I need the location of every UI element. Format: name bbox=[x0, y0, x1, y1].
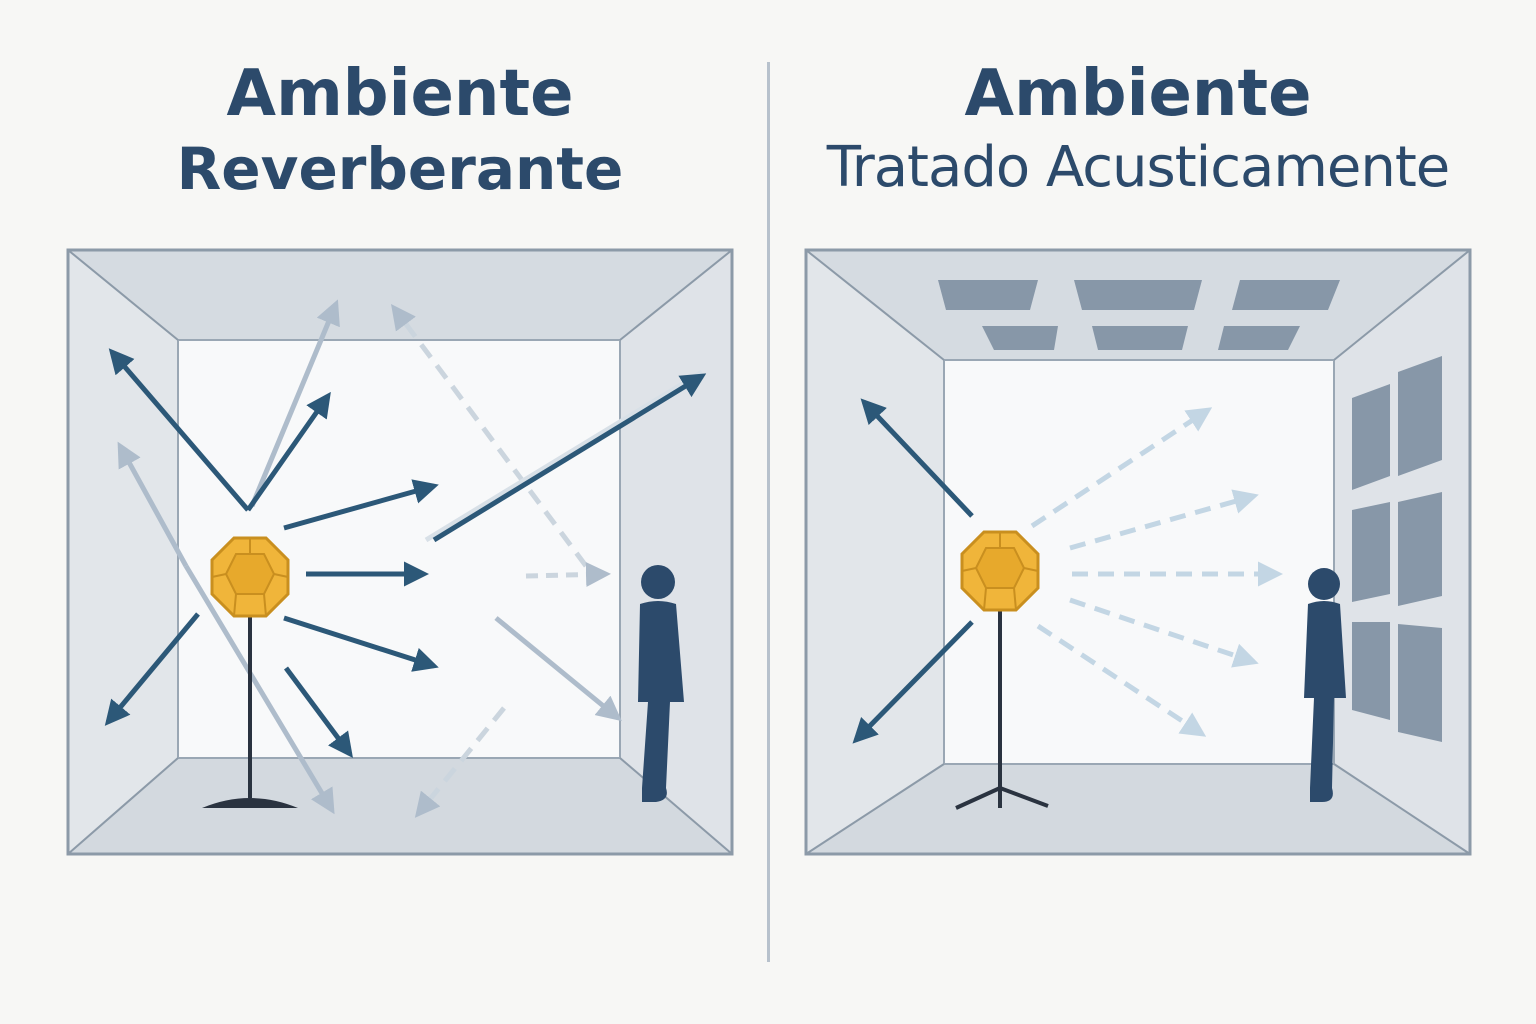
sound-arrow-icon bbox=[525, 562, 611, 587]
acoustic-panel-icon bbox=[1398, 356, 1442, 476]
title-treated-line2: Tratado Acusticamente bbox=[826, 135, 1451, 200]
sound-arrow-icon bbox=[283, 666, 353, 759]
speaker-icon bbox=[955, 530, 1049, 810]
acoustic-panel-icon bbox=[1352, 622, 1390, 720]
title-reverberant-line1: Ambiente bbox=[226, 57, 574, 131]
sound-arrow-icon bbox=[860, 398, 974, 518]
sound-arrow-icon bbox=[1036, 623, 1207, 737]
sound-arrow-icon bbox=[283, 615, 439, 672]
title-reverberant-line2: Reverberante bbox=[176, 135, 624, 203]
sound-arrow-icon bbox=[183, 564, 335, 815]
title-reverberant: Ambiente Reverberante bbox=[68, 62, 732, 198]
reverberant-room-diagram bbox=[66, 248, 734, 856]
acoustic-panel-icon bbox=[938, 280, 1038, 310]
sound-arrow-icon bbox=[852, 620, 974, 744]
absorbed-arrows bbox=[1030, 407, 1283, 737]
sound-arrow-icon bbox=[1030, 407, 1213, 529]
panel-divider bbox=[767, 62, 770, 962]
acoustic-panel-icon bbox=[1218, 326, 1300, 350]
acoustic-panel-icon bbox=[1092, 326, 1188, 350]
acoustic-panel-icon bbox=[1398, 624, 1442, 742]
acoustic-panel-icon bbox=[982, 326, 1058, 350]
sound-arrow-icon bbox=[108, 348, 250, 512]
sound-arrow-icon bbox=[1069, 489, 1259, 551]
acoustic-panel-icon bbox=[1074, 280, 1202, 310]
treated-room-diagram bbox=[804, 248, 1472, 856]
direct-arrows bbox=[852, 398, 974, 744]
sound-arrow-icon bbox=[432, 373, 707, 543]
room-walls bbox=[66, 248, 734, 856]
ceiling-acoustic-panels bbox=[938, 280, 1340, 350]
acoustic-panel-icon bbox=[1352, 502, 1390, 602]
sound-arrow-icon bbox=[249, 299, 340, 507]
sound-arrow-icon bbox=[494, 616, 622, 722]
sound-arrow-icon bbox=[424, 369, 704, 543]
acoustic-panel-icon bbox=[1352, 384, 1390, 490]
title-treated: Ambiente Tratado Acusticamente bbox=[806, 62, 1470, 196]
reflected-arrows bbox=[117, 299, 704, 818]
speaker-icon bbox=[202, 536, 298, 808]
sound-arrow-icon bbox=[245, 391, 331, 512]
sound-arrow-icon bbox=[104, 612, 200, 726]
acoustic-panel-icon bbox=[1398, 492, 1442, 606]
sound-arrow-icon bbox=[1069, 597, 1259, 668]
direct-arrows bbox=[104, 348, 707, 759]
sound-arrow-icon bbox=[391, 303, 589, 568]
person-icon bbox=[1304, 568, 1346, 802]
acoustic-panel-icon bbox=[1232, 280, 1340, 310]
sound-arrow-icon bbox=[414, 706, 506, 818]
person-icon bbox=[638, 565, 684, 802]
wall-acoustic-panels bbox=[1352, 356, 1442, 742]
sound-arrow-icon bbox=[117, 441, 189, 568]
sound-arrow-icon bbox=[283, 479, 439, 531]
title-treated-line1: Ambiente bbox=[964, 57, 1312, 131]
